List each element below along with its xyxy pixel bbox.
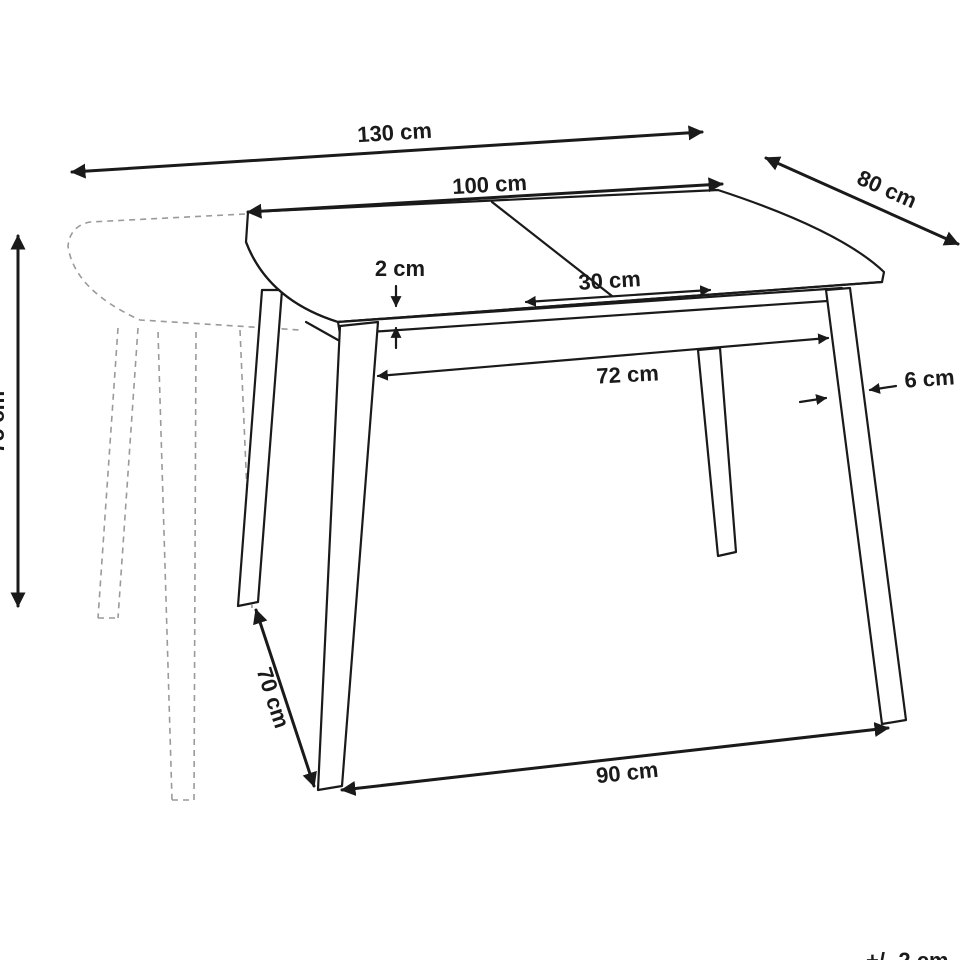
label-30cm: 30 cm bbox=[578, 266, 642, 295]
label-80cm: 80 cm bbox=[853, 165, 920, 213]
front-right-leg bbox=[824, 286, 908, 726]
dimension-line-70 bbox=[253, 608, 317, 788]
dimension-line-130 bbox=[70, 125, 704, 179]
label-6cm: 6 cm bbox=[904, 364, 956, 392]
front-left-leg bbox=[316, 320, 380, 792]
dimension-line-80 bbox=[764, 156, 960, 246]
dimension-line-30 bbox=[524, 285, 712, 307]
back-right-leg bbox=[696, 346, 738, 558]
label-2cm: 2 cm bbox=[375, 256, 425, 281]
front-left-leg-bracket bbox=[304, 320, 340, 342]
back-left-leg bbox=[236, 288, 284, 608]
label-70cm: 70 cm bbox=[252, 664, 295, 731]
dimension-arrow-6-right bbox=[868, 383, 898, 394]
label-90cm: 90 cm bbox=[595, 757, 660, 788]
dimension-line-72 bbox=[376, 333, 830, 381]
table-top-front-edge bbox=[244, 240, 884, 324]
label-tolerance: +/- 2 cm bbox=[866, 948, 949, 960]
dimension-line-90 bbox=[340, 722, 890, 796]
dimension-arrow-6-left bbox=[798, 394, 828, 405]
label-130cm: 130 cm bbox=[357, 118, 433, 148]
dimension-line-100 bbox=[246, 177, 724, 219]
label-72cm: 72 cm bbox=[596, 360, 660, 388]
label-75cm: 75 cm bbox=[0, 391, 9, 453]
label-100cm: 100 cm bbox=[452, 170, 528, 199]
